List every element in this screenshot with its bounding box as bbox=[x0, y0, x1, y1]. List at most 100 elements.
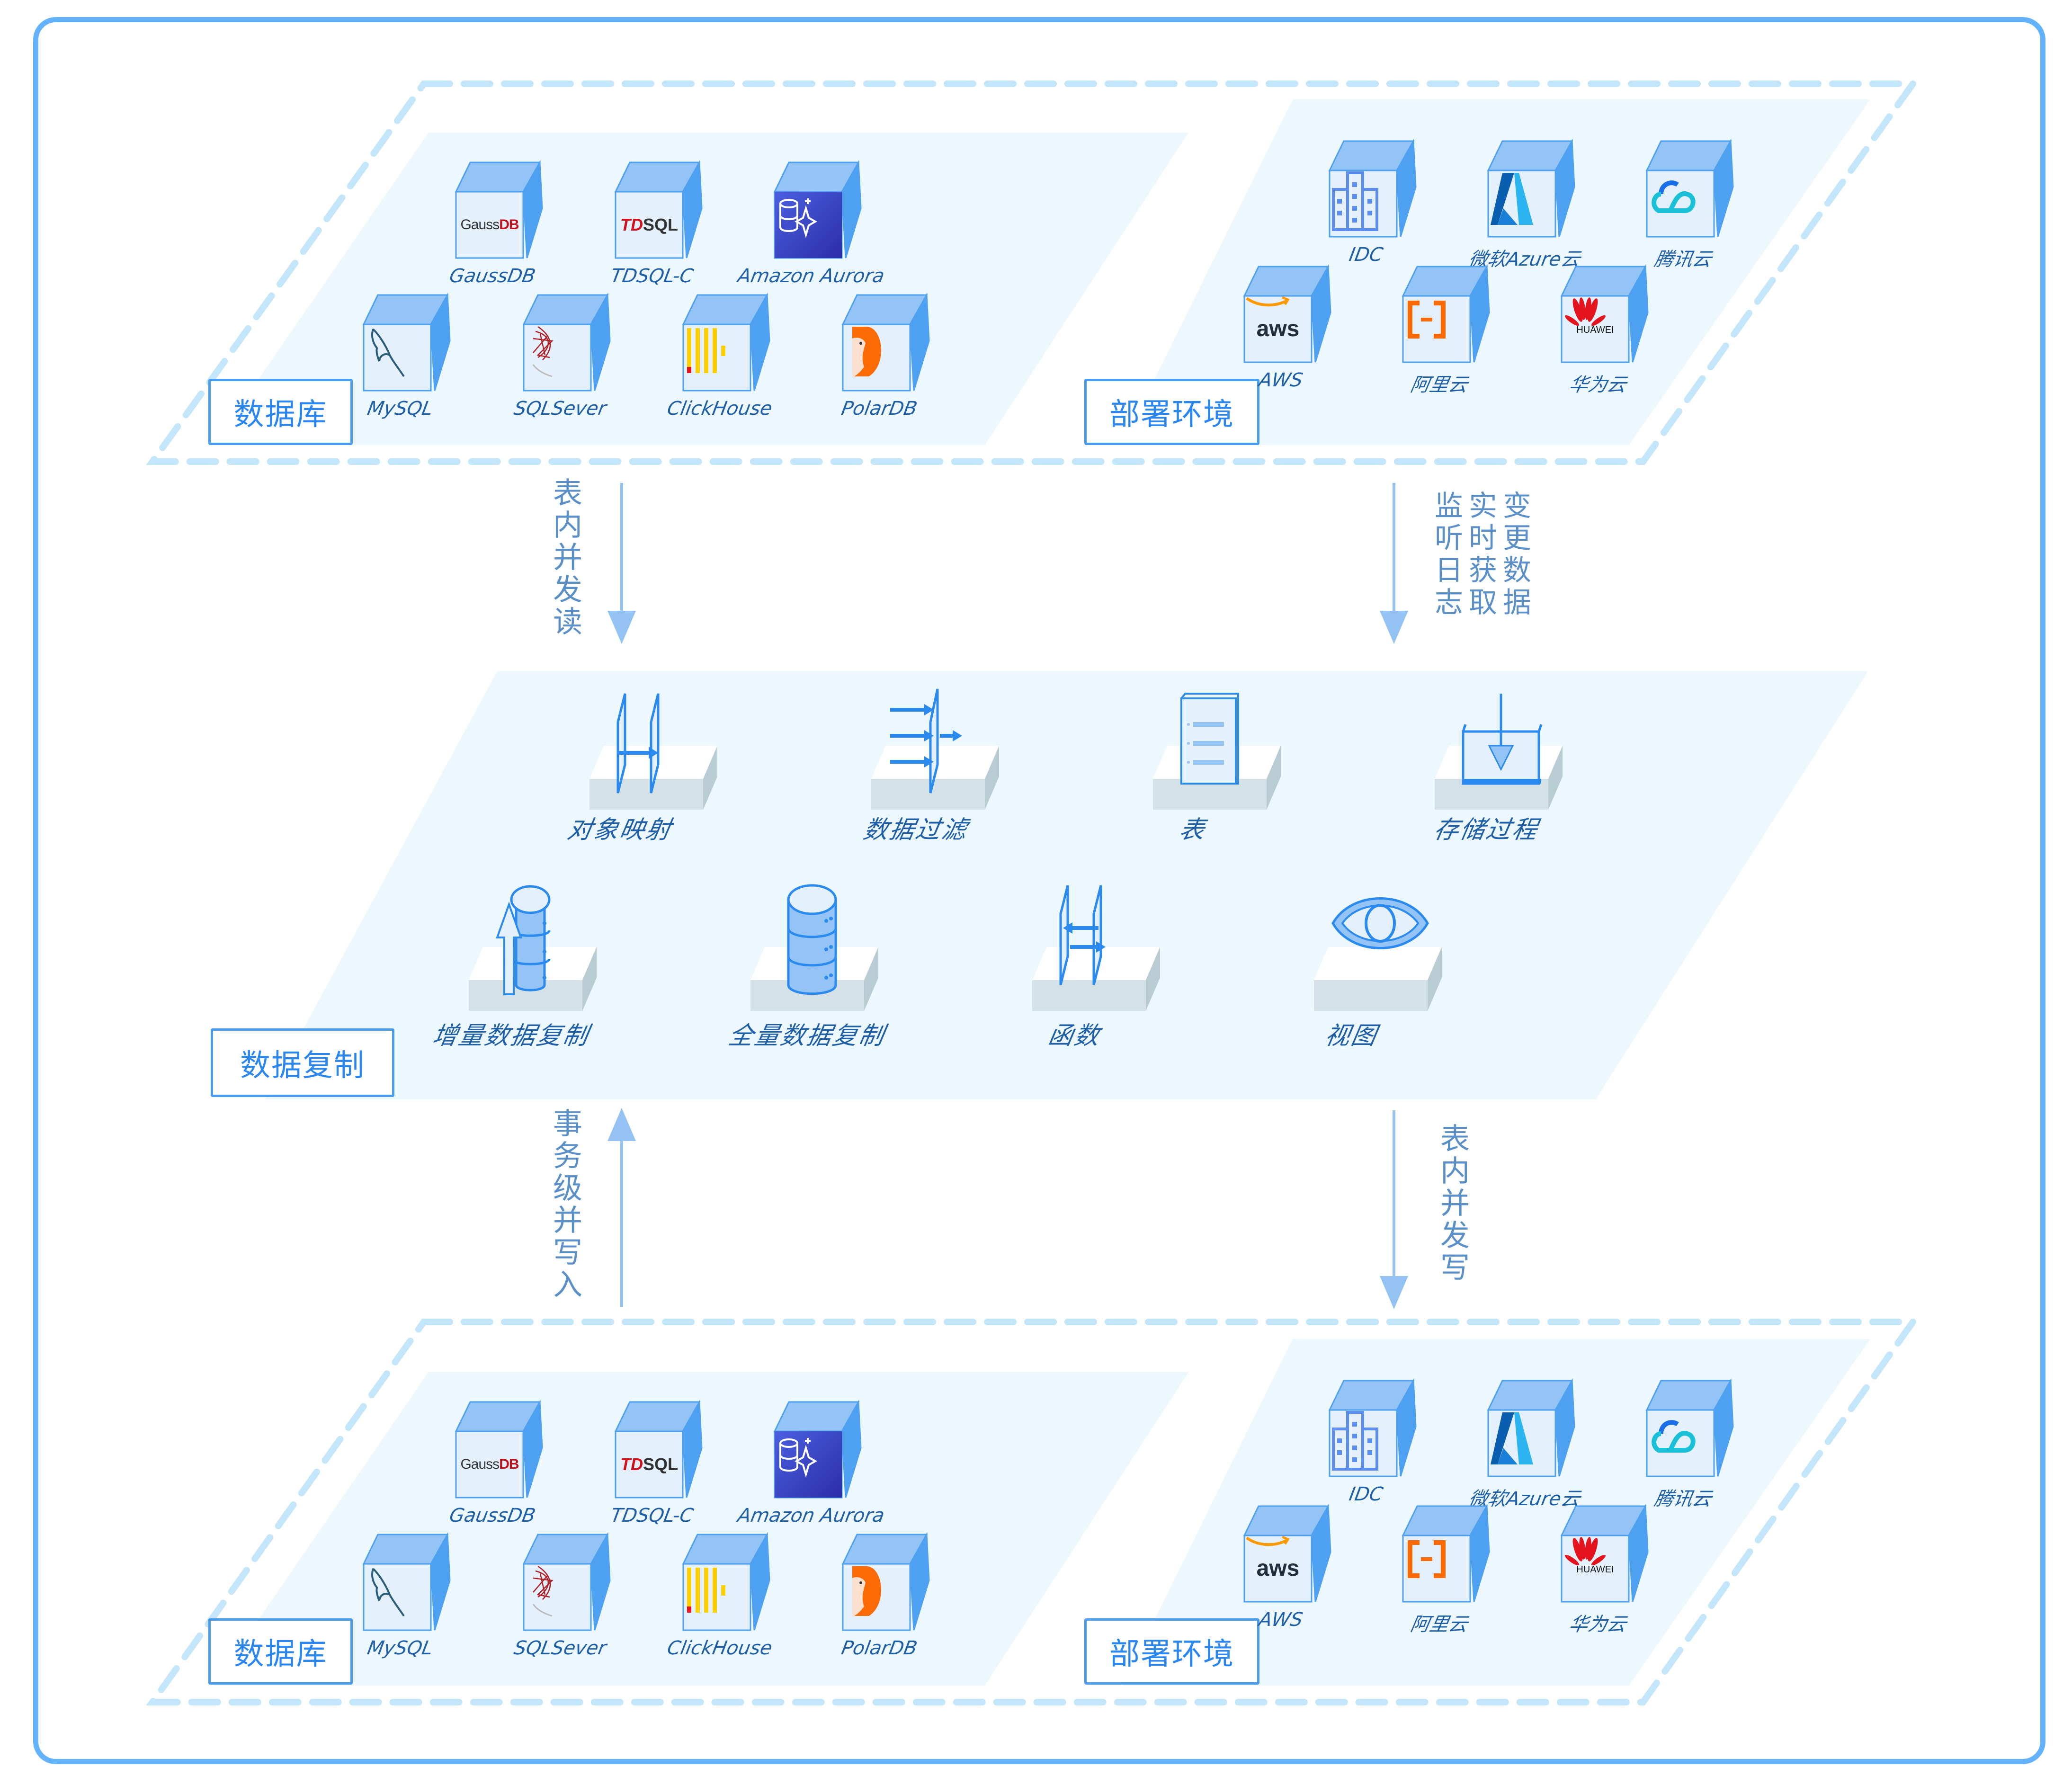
feature-label: 全量数据复制 bbox=[726, 1022, 888, 1050]
item-cube bbox=[771, 1398, 866, 1500]
item-label: SQLSever bbox=[512, 1637, 608, 1659]
item-label: 阿里云 bbox=[1409, 1614, 1470, 1635]
arrow-read-label: 表内并发读 bbox=[548, 477, 582, 638]
pedestal bbox=[1314, 942, 1451, 1013]
aws-logo: aws bbox=[1244, 1535, 1312, 1602]
feature-label: 存储过程 bbox=[1431, 816, 1541, 844]
arrow-tx-write-up bbox=[607, 1108, 636, 1307]
arrow-log-line: 日获数 bbox=[1435, 554, 1537, 587]
item-cube: aws bbox=[1241, 263, 1335, 365]
clickhouse-logo bbox=[683, 324, 750, 391]
sqlserver-logo bbox=[524, 1564, 591, 1630]
polardb-logo bbox=[843, 1564, 910, 1630]
arrow-log-line: 志取据 bbox=[1435, 586, 1537, 619]
item-cube bbox=[360, 1531, 455, 1633]
view-eye-icon bbox=[1323, 876, 1437, 973]
outer-frame bbox=[33, 17, 2045, 1764]
item-cube bbox=[1399, 1502, 1494, 1604]
database-label: 数据库 bbox=[208, 379, 353, 445]
item-label: IDC bbox=[1347, 1483, 1385, 1505]
item-cube bbox=[1643, 137, 1738, 239]
huawei-wordmark: HUAWEI bbox=[1576, 325, 1614, 335]
building-icon bbox=[1330, 1410, 1397, 1476]
incremental-replication-icon bbox=[478, 876, 582, 1010]
item-label: Amazon Aurora bbox=[736, 265, 886, 287]
data-filter-icon bbox=[881, 684, 985, 800]
azure-logo bbox=[1488, 1410, 1555, 1476]
aliyun-logo bbox=[1403, 296, 1470, 362]
item-cube bbox=[839, 1531, 934, 1633]
polardb-logo bbox=[843, 324, 910, 391]
feature-label: 对象映射 bbox=[565, 816, 675, 844]
building-icon bbox=[1330, 170, 1397, 237]
item-cube: GaussDB bbox=[452, 159, 547, 260]
item-label: Amazon Aurora bbox=[736, 1505, 886, 1526]
item-label: 腾讯云 bbox=[1652, 1488, 1714, 1510]
item-label: 华为云 bbox=[1567, 374, 1628, 396]
full-replication-icon bbox=[760, 876, 864, 1010]
item-label: ClickHouse bbox=[665, 398, 774, 419]
mysql-dolphin-logo bbox=[364, 1564, 431, 1630]
huawei-logo: HUAWEI bbox=[1562, 296, 1629, 362]
item-label: IDC bbox=[1347, 244, 1385, 266]
item-cube bbox=[360, 291, 455, 393]
tencent-cloud-logo bbox=[1647, 1410, 1714, 1476]
item-label: GaussDB bbox=[447, 1505, 537, 1526]
gaussdb-logo: GaussDB bbox=[460, 217, 519, 232]
item-cube: TDSQL bbox=[612, 159, 706, 260]
arrow-read-down bbox=[607, 483, 636, 644]
item-label: ClickHouse bbox=[665, 1637, 774, 1659]
deploy-label: 部署环境 bbox=[1084, 1618, 1259, 1685]
tencent-cloud-logo bbox=[1647, 170, 1714, 237]
item-cube: HUAWEI bbox=[1558, 263, 1652, 365]
function-icon bbox=[1042, 876, 1136, 991]
item-cube bbox=[1484, 137, 1579, 239]
item-cube: TDSQL bbox=[612, 1398, 706, 1500]
feature-label: 数据过滤 bbox=[861, 816, 971, 844]
gaussdb-logo: GaussDB bbox=[460, 1456, 519, 1472]
feature-label: 视图 bbox=[1322, 1022, 1380, 1050]
deploy-label: 部署环境 bbox=[1084, 379, 1259, 445]
item-cube bbox=[1643, 1377, 1738, 1479]
arrow-write-label: 表内并发写 bbox=[1435, 1123, 1470, 1284]
item-cube bbox=[679, 1531, 774, 1633]
arrow-log-line: 监实变 bbox=[1435, 490, 1537, 523]
item-label: 华为云 bbox=[1567, 1614, 1628, 1635]
item-cube bbox=[839, 291, 934, 393]
aurora-logo bbox=[775, 1431, 842, 1498]
object-mapping-icon bbox=[599, 684, 694, 800]
item-cube bbox=[1399, 263, 1494, 365]
item-cube bbox=[679, 291, 774, 393]
item-cube bbox=[520, 291, 615, 393]
item-label: PolarDB bbox=[840, 1637, 919, 1659]
item-cube bbox=[1326, 137, 1420, 239]
tdsql-logo: TDSQL bbox=[620, 1455, 678, 1474]
top-group-dashed-border bbox=[146, 80, 1920, 465]
azure-logo bbox=[1488, 170, 1555, 237]
item-label: PolarDB bbox=[840, 398, 919, 419]
aws-logo: aws bbox=[1244, 296, 1312, 362]
arrow-write-down bbox=[1380, 1110, 1408, 1309]
table-icon bbox=[1162, 684, 1257, 800]
item-label: 阿里云 bbox=[1409, 374, 1470, 396]
bottom-group-dashed-border bbox=[146, 1319, 1920, 1705]
aliyun-logo bbox=[1403, 1535, 1470, 1602]
item-cube: HUAWEI bbox=[1558, 1502, 1652, 1604]
item-label: SQLSever bbox=[512, 398, 608, 419]
item-cube bbox=[1484, 1377, 1579, 1479]
item-label: TDSQL-C bbox=[609, 1505, 695, 1526]
arrow-log-line: 听时更 bbox=[1435, 522, 1537, 555]
item-cube bbox=[1326, 1377, 1420, 1479]
item-label: AWS bbox=[1257, 1609, 1304, 1631]
item-label: TDSQL-C bbox=[609, 265, 695, 287]
database-label: 数据库 bbox=[208, 1618, 353, 1685]
item-label: MySQL bbox=[366, 398, 435, 419]
item-label: 腾讯云 bbox=[1652, 249, 1714, 270]
item-cube: GaussDB bbox=[452, 1398, 547, 1500]
item-label: MySQL bbox=[366, 1637, 435, 1659]
feature-label: 函数 bbox=[1045, 1022, 1103, 1050]
arrow-log-down bbox=[1380, 483, 1408, 644]
mysql-dolphin-logo bbox=[364, 324, 431, 391]
replication-label: 数据复制 bbox=[211, 1028, 394, 1097]
